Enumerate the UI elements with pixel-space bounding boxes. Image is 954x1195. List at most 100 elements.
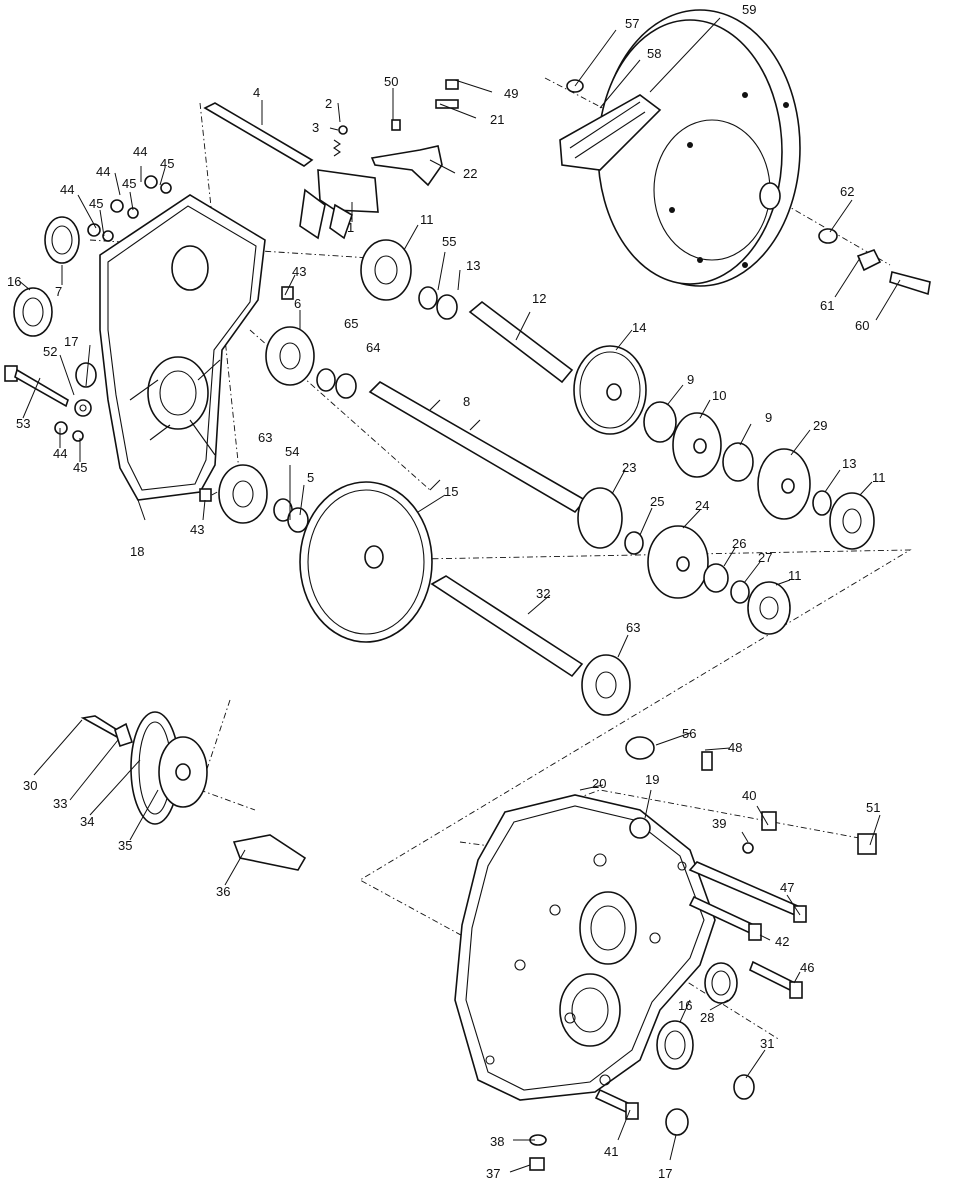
callout-43b: 43 [190,522,204,537]
gear-15 [299,481,433,643]
callout-9a: 9 [687,372,694,387]
callout-29: 29 [813,418,827,433]
gear-23 [577,487,623,549]
callout-41: 41 [604,1144,618,1159]
callout-44a: 44 [133,144,147,159]
callout-33: 33 [53,796,67,811]
callout-11c: 11 [788,568,802,583]
callout-62: 62 [840,184,854,199]
callout-18: 18 [130,544,144,559]
callout-26: 26 [732,536,746,551]
bolt-53 [4,365,69,408]
callout-30: 30 [23,778,37,793]
washers-54-5-55-13-65-64 [273,286,458,533]
callout-25: 25 [650,494,664,509]
callout-46: 46 [800,960,814,975]
callout-9b: 9 [765,410,772,425]
callout-21: 21 [490,112,504,127]
callout-7: 7 [55,284,62,299]
callout-12: 12 [532,291,546,306]
callout-63a: 63 [258,430,272,445]
gear-10 [672,412,722,478]
bearing-11-upper [360,239,412,301]
callout-36: 36 [216,884,230,899]
callout-44b: 44 [96,164,110,179]
washer-13b [812,490,832,516]
shaft-8 [368,381,587,514]
callout-49: 49 [504,86,518,101]
callout-53: 53 [16,416,30,431]
spring-ball-2-3 [333,125,348,157]
callout-57: 57 [625,16,639,31]
callout-1: 1 [347,220,354,235]
left-case-half [99,194,266,501]
callout-11a: 11 [420,212,434,227]
callout-45b: 45 [122,176,136,191]
bolts-47-42-46-41 [594,861,807,1120]
callout-labels: 1 2 3 4 5 6 7 8 9 9 10 11 11 11 12 13 13… [7,2,886,1181]
spacer-9a [643,401,677,443]
callout-34: 34 [80,814,94,829]
spacer-9b [722,442,754,482]
bushing-17-left [75,362,97,388]
callout-45a: 45 [160,156,174,171]
callout-19: 19 [645,772,659,787]
right-case-half [454,794,716,1101]
callout-40: 40 [742,788,756,803]
dowel-pins-43 [199,286,294,502]
callout-59: 59 [742,2,756,17]
callout-63b: 63 [626,620,640,635]
small-parts-21-49-50 [391,79,459,131]
callout-56: 56 [682,726,696,741]
needle-bearing-26 [703,563,729,593]
gear-24 [647,525,709,599]
callout-44d: 44 [53,446,67,461]
callout-27: 27 [758,550,772,565]
chain-sprocket-assembly [80,711,307,871]
bearing-63-right [581,654,631,716]
callout-64: 64 [366,340,380,355]
bearing-6 [265,326,315,386]
callout-14: 14 [632,320,646,335]
callout-52: 52 [43,344,57,359]
bearing-11b [829,492,875,550]
callout-35: 35 [118,838,132,853]
callout-6: 6 [294,296,301,311]
callout-37: 37 [486,1166,500,1181]
callout-4: 4 [253,85,260,100]
callout-45c: 45 [89,196,103,211]
callout-61: 61 [820,298,834,313]
callout-65: 65 [344,316,358,331]
callout-16a: 16 [7,274,21,289]
callout-60: 60 [855,318,869,333]
callout-58: 58 [647,46,661,61]
callout-17b: 17 [658,1166,672,1181]
callout-38: 38 [490,1134,504,1149]
shaft-12 [468,300,574,384]
callout-13b: 13 [842,456,856,471]
oil-seal-7 [44,216,80,264]
callout-22: 22 [463,166,477,181]
bearing-11c [747,581,791,635]
fittings-48-40-39-51-56-37-38 [529,736,877,1171]
nut-washer-52 [74,399,92,417]
shift-fork-1 [299,169,379,240]
shift-arm-22 [370,145,443,187]
seal-16-left [13,287,53,337]
bearing-63-left [218,464,268,524]
callout-55: 55 [442,234,456,249]
callout-54: 54 [285,444,299,459]
callout-5: 5 [307,470,314,485]
drive-clutch-assembly [559,9,931,296]
callout-23: 23 [622,460,636,475]
washer-25 [624,531,644,555]
callout-50: 50 [384,74,398,89]
callout-10: 10 [712,388,726,403]
callout-3: 3 [312,120,319,135]
callout-20: 20 [592,776,606,791]
callout-31: 31 [760,1036,774,1051]
callout-51: 51 [866,800,880,815]
callout-43a: 43 [292,264,306,279]
callout-45d: 45 [73,460,87,475]
